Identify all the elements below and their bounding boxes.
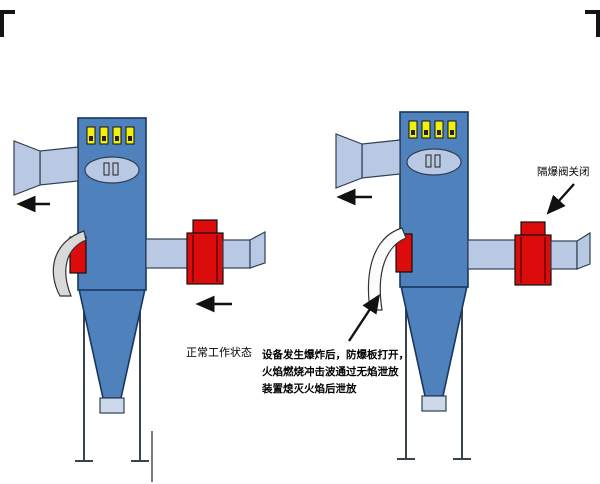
slot-notch <box>102 136 106 141</box>
hopper-cone <box>400 285 468 397</box>
left-dust-collector <box>13 117 266 462</box>
filter-housing <box>77 117 147 291</box>
indicator-slot <box>447 120 457 139</box>
slot-notch <box>89 136 93 141</box>
note-arrow <box>347 293 380 342</box>
outlet-duct-flare <box>335 133 363 189</box>
explosion-note-line: 装置熄灭火焰后泄放 <box>262 383 357 395</box>
indicator-slot <box>434 120 444 139</box>
port-tick <box>112 162 119 176</box>
slot-notch <box>424 130 428 135</box>
indicator-slot <box>125 126 135 145</box>
dust-discharge-outlet <box>421 395 447 412</box>
corner-mark-top-left <box>0 10 15 14</box>
indicator-slot <box>421 120 431 139</box>
inspection-port <box>406 148 462 176</box>
support-legs <box>397 287 471 460</box>
page-corner-marks <box>0 10 600 37</box>
vent-flap-closed <box>52 230 87 297</box>
outlet-duct-channel <box>361 139 401 179</box>
indicator-slot <box>112 126 122 145</box>
port-tick <box>103 162 110 176</box>
right-dust-collector <box>335 111 591 460</box>
port-tick <box>434 154 441 168</box>
isolation-valve-label: 隔爆阀关闭 <box>537 166 590 178</box>
support-legs <box>75 289 149 462</box>
dirty-air-inlet-duct <box>550 240 578 270</box>
isolation-valve <box>186 219 224 285</box>
dirty-air-inlet-duct <box>145 238 189 269</box>
corner-mark-top-left <box>0 10 4 37</box>
explosion-note-line: 设备发生爆炸后，防爆板打开， <box>262 349 409 361</box>
indicator-slot <box>408 120 418 139</box>
slot-notch <box>411 130 415 135</box>
hopper-cone <box>78 288 146 399</box>
valve-actuator <box>520 221 546 237</box>
valve-label-arrow <box>546 183 575 215</box>
slot-notch <box>450 130 454 135</box>
explosion-note-line: 火焰燃烧冲击波通过无焰泄放 <box>262 366 399 378</box>
valve-actuator <box>192 219 218 235</box>
dirty-air-inlet-duct <box>467 239 516 270</box>
indicator-slot <box>99 126 109 145</box>
slot-notch <box>128 136 132 141</box>
indicator-slots <box>86 126 135 145</box>
inlet-duct-end <box>576 231 591 270</box>
explosion-note: 设备发生爆炸后，防爆板打开， 火焰燃烧冲击波通过无焰泄放 装置熄灭火焰后泄放 <box>262 347 409 398</box>
dirty-air-inlet-duct <box>222 239 251 269</box>
slot-notch <box>437 130 441 135</box>
corner-mark-top-right <box>596 10 600 37</box>
slot-notch <box>115 136 119 141</box>
isolation-valve-closed <box>514 221 552 286</box>
inspection-port <box>84 156 140 184</box>
port-tick <box>425 154 432 168</box>
corner-mark-top-right <box>585 10 600 14</box>
clean-air-outlet-duct <box>335 133 401 189</box>
indicator-slots <box>408 120 457 139</box>
dust-discharge-outlet <box>99 397 125 414</box>
indicator-slot <box>86 126 96 145</box>
clean-air-outlet-duct <box>13 140 79 196</box>
inlet-duct-end <box>249 231 266 269</box>
outlet-duct-flare <box>13 140 41 196</box>
outlet-duct-channel <box>39 146 79 186</box>
normal-status-label: 正常工作状态 <box>186 347 252 359</box>
